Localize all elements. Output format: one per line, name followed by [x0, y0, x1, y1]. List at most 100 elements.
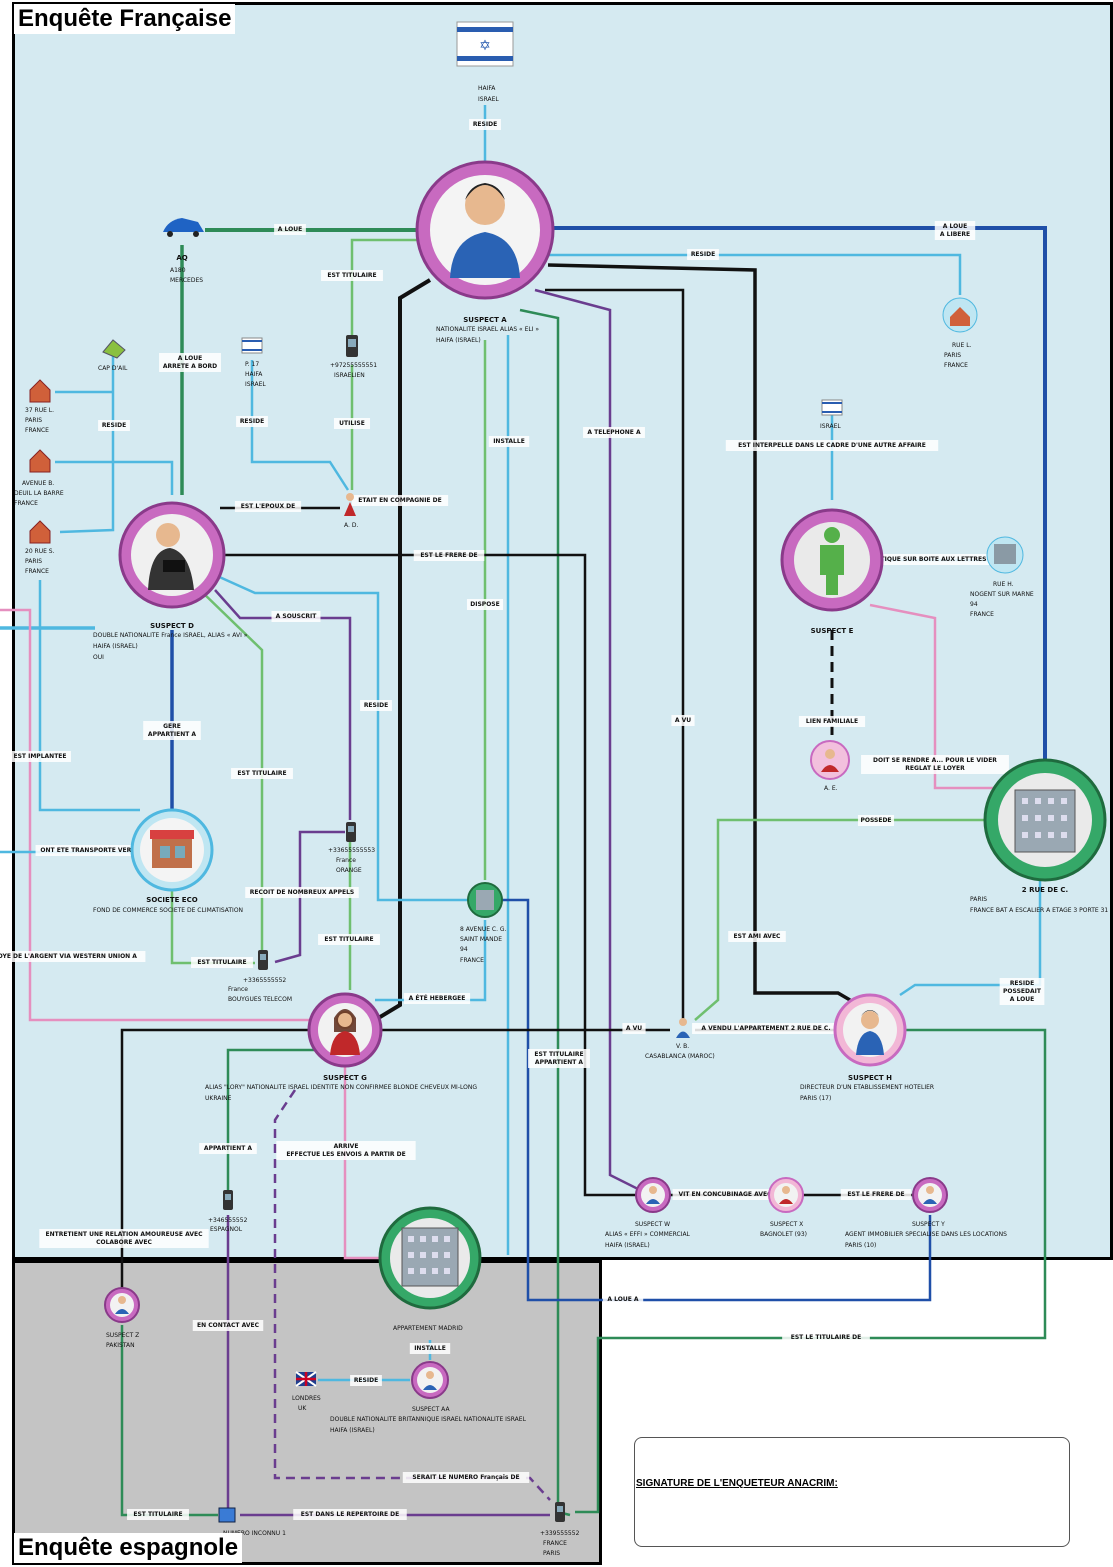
- link-label-epoux: EST L'EPOUX DE: [234, 501, 302, 512]
- svg-text:EST TITULAIRE: EST TITULAIRE: [197, 959, 246, 966]
- svg-text:APPARTIENT A: APPARTIENT A: [535, 1059, 584, 1066]
- svg-text:ARRETE A BORD: ARRETE A BORD: [163, 363, 217, 370]
- suspect-e-name: SUSPECT E: [811, 627, 854, 635]
- suspect-y-node[interactable]: [912, 1177, 948, 1213]
- building-icon: [1014, 789, 1076, 853]
- svg-text:EST LE FRERE DE: EST LE FRERE DE: [420, 552, 477, 559]
- link-label-a-telephone: A TELEPHONE A: [583, 427, 645, 438]
- link-label-reside-d: RESIDE: [360, 700, 392, 711]
- link-label-reside-top: RESIDE: [469, 119, 501, 130]
- suspect-aa-detail2: HAIFA (ISRAEL): [330, 1427, 375, 1434]
- suspect-h-node[interactable]: [833, 993, 907, 1067]
- link-label-loue-a: A LOUE A: [602, 1294, 644, 1305]
- person-icon: [676, 1018, 690, 1038]
- suspect-h-name: SUSPECT H: [848, 1074, 892, 1082]
- svg-text:VIT EN CONCUBINAGE AVEC: VIT EN CONCUBINAGE AVEC: [678, 1191, 772, 1198]
- suspect-a-detail2: HAIFA (ISRAEL): [436, 337, 481, 344]
- svg-text:A VENDU L'APPARTEMENT 2 RUE DE: A VENDU L'APPARTEMENT 2 RUE DE C.: [701, 1025, 830, 1032]
- house-icon: [29, 379, 51, 403]
- french-investigation-title: Enquête Française: [14, 4, 236, 34]
- person-icon: [426, 1371, 434, 1379]
- spanish-investigation-title: Enquête espagnole: [14, 1533, 243, 1563]
- shop-icon: [150, 830, 194, 868]
- svg-text:A ÉTÉ HEBERGEE: A ÉTÉ HEBERGEE: [409, 994, 466, 1002]
- link-label-concubinage: VIT EN CONCUBINAGE AVEC: [672, 1189, 778, 1200]
- svg-text:EST TITULAIRE: EST TITULAIRE: [237, 770, 286, 777]
- phone-3365-number: +3365555552: [243, 977, 286, 984]
- link-label-est-titulaire-a: EST TITULAIRE: [321, 270, 383, 281]
- vb-name: V. B.: [676, 1043, 689, 1050]
- link-label-relation: ENTRETIENT UNE RELATION AMOUREUSE AVECCO…: [39, 1229, 209, 1248]
- rue-37-detail2: FRANCE: [25, 427, 49, 434]
- suspect-z-node[interactable]: [104, 1287, 140, 1323]
- suspect-aa-name: SUSPECT AA: [412, 1406, 450, 1413]
- svg-text:A VU: A VU: [626, 1025, 642, 1032]
- svg-text:EFFECTUE LES ENVOIS A PARTIR D: EFFECTUE LES ENVOIS A PARTIR DE: [286, 1151, 405, 1158]
- suspect-a-node[interactable]: [415, 160, 555, 300]
- rue-2-node[interactable]: [983, 758, 1107, 882]
- svg-text:RESIDE: RESIDE: [691, 251, 715, 258]
- svg-text:A LOUE A: A LOUE A: [607, 1296, 639, 1303]
- phone-3365-detail1: France: [228, 986, 248, 993]
- link-label-possede: POSSEDE: [857, 815, 895, 826]
- link-label-identique: EST IDENTIQUE SUR BOITE AUX LETTRES: [839, 554, 997, 565]
- unknown-person-icon: [820, 527, 844, 595]
- suspect-w-name: SUSPECT W: [635, 1221, 670, 1228]
- israel-e-name: ISRAEL: [820, 423, 841, 430]
- svg-text:RESIDE: RESIDE: [354, 1377, 378, 1384]
- suspect-x-name: SUSPECT X: [770, 1221, 803, 1228]
- suspect-z-name: SUSPECT Z: [106, 1332, 139, 1339]
- mobile-phone-icon: [258, 950, 268, 970]
- link-label-souscrit: A SOUSCRIT: [271, 611, 321, 622]
- rue-h-detail3: FRANCE: [970, 611, 994, 618]
- societe-name: SOCIETE ECO: [146, 896, 197, 904]
- rue-2-detail1: PARIS: [970, 896, 987, 903]
- avenue-b-name: AVENUE B.: [22, 480, 54, 487]
- svg-text:LIEN FAMILIALE: LIEN FAMILIALE: [806, 718, 858, 725]
- link-titulaire-d2: [199, 589, 264, 960]
- link-frere-d: [222, 553, 640, 1197]
- building-icon: [986, 536, 1024, 574]
- link-avb-reside: [55, 460, 174, 495]
- svg-text:EST INTERPELLE DANS LE CADRE D: EST INTERPELLE DANS LE CADRE D'UNE AUTRE…: [738, 442, 926, 449]
- israel-top-city: HAIFA: [478, 85, 496, 92]
- phone-346-number: +346555552: [208, 1217, 248, 1224]
- svg-text:EST LE FRERE DE: EST LE FRERE DE: [847, 1191, 904, 1198]
- societe-node[interactable]: [130, 808, 214, 892]
- house-icon: [942, 297, 978, 333]
- suspect-aa-node[interactable]: [411, 1361, 449, 1399]
- suspect-g-node[interactable]: [307, 992, 383, 1068]
- link-cap-reside: [59, 350, 115, 534]
- svg-text:DOIT SE RENDRE A... POUR LE VI: DOIT SE RENDRE A... POUR LE VIDER: [873, 757, 997, 764]
- phone-336-number: +33655555553: [328, 847, 375, 854]
- phone-3365-detail2: BOUYGUES TELECOM: [228, 996, 292, 1003]
- link-label-titulaire-z: EST TITULAIRE: [127, 1509, 189, 1520]
- suspect-x-node[interactable]: [768, 1177, 804, 1213]
- p17-detail1: HAIFA: [245, 371, 263, 378]
- rue-37-detail1: PARIS: [25, 417, 42, 424]
- mugshot-person-icon: [148, 523, 194, 590]
- link-reside-h: [899, 880, 1042, 997]
- mobile-phone-icon: [223, 1190, 233, 1210]
- person-icon: [926, 1186, 934, 1194]
- av8-node[interactable]: [467, 882, 503, 918]
- link-a-vu: [545, 288, 685, 1020]
- signature-box[interactable]: [634, 1437, 1070, 1547]
- suspect-w-node[interactable]: [635, 1177, 671, 1213]
- link-label-vendu: A VENDU L'APPARTEMENT 2 RUE DE C.: [692, 1023, 840, 1034]
- suspect-d-detail3: OUI: [93, 654, 104, 661]
- female-person-icon: [810, 740, 850, 780]
- apt-madrid-name: APPARTEMENT MADRID: [393, 1325, 463, 1332]
- suspect-e-node[interactable]: [780, 508, 884, 612]
- suspect-d-node[interactable]: [118, 501, 226, 609]
- suspect-d-detail2: HAIFA (ISRAEL): [93, 643, 138, 650]
- link-label-reside-lon: RESIDE: [350, 1375, 382, 1386]
- link-label-frere-xy: EST LE FRERE DE: [840, 1189, 912, 1200]
- link-label-installe: INSTALLE: [488, 436, 530, 447]
- apt-madrid-node[interactable]: [378, 1206, 482, 1310]
- israel-flag-icon: [241, 337, 263, 354]
- link-label-interpelle: EST INTERPELLE DANS LE CADRE D'UNE AUTRE…: [725, 440, 939, 451]
- rue-37-name: 37 RUE L.: [25, 407, 54, 414]
